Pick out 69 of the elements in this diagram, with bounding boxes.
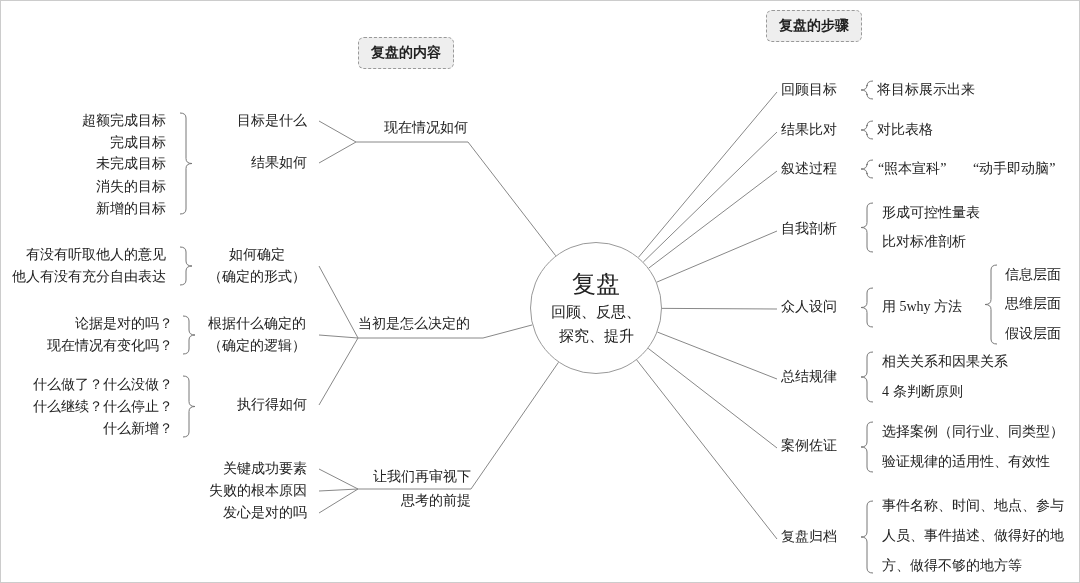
leaf-text: 有没有听取他人的意见	[26, 246, 166, 264]
branch-line	[661, 307, 778, 310]
branch-line	[642, 131, 778, 263]
branch-label: 让我们再审视下思考的前提	[358, 465, 471, 513]
step-label: 案例佐证	[777, 436, 837, 456]
branch-line	[637, 91, 778, 258]
branch-line	[656, 331, 778, 380]
branch-line	[318, 265, 359, 339]
leaf-text: 超额完成目标	[82, 112, 166, 130]
topic-label: 结果如何	[251, 153, 319, 173]
step-label: 叙述过程	[777, 159, 837, 179]
branch-line	[357, 361, 559, 490]
leaf-text: 将目标展示出来	[877, 81, 975, 99]
branch-line	[656, 230, 778, 283]
branch-line	[318, 334, 359, 339]
step-label: 众人设问	[777, 297, 837, 317]
heading-box: 复盘的内容	[358, 37, 454, 69]
branch-line	[355, 141, 557, 257]
leaf-text: 现在情况有变化吗？	[47, 337, 173, 355]
topic-label: 如何确定（确定的形式）	[207, 244, 319, 288]
leaf-text: 思维层面	[1005, 295, 1061, 313]
branch-label: 当初是怎么决定的	[358, 314, 483, 338]
leaf-text: 论据是对的吗？	[75, 315, 173, 333]
leaf-text: 4 条判断原则	[882, 383, 963, 401]
leaf-text: “动手即动脑”	[973, 160, 1056, 178]
leaf-text: 消失的目标	[96, 178, 166, 196]
step-label: 回顾目标	[777, 80, 837, 100]
branch-line	[318, 468, 359, 490]
step-label: 总结规律	[777, 367, 837, 387]
leaf-text: 他人有没有充分自由表达	[12, 268, 166, 286]
leaf-text: 什么做了？什么没做？	[33, 376, 173, 394]
topic-label: 发心是对的吗	[223, 503, 319, 523]
step-label: 自我剖析	[777, 219, 837, 239]
leaf-text: 对比表格	[877, 121, 933, 139]
leaf-text: 相关关系和因果关系	[882, 353, 1008, 371]
topic-label: 目标是什么	[237, 111, 319, 131]
leaf-text: “照本宣科”	[878, 160, 947, 178]
branch-line	[647, 347, 778, 449]
branch-line	[648, 170, 778, 269]
branch-line	[318, 120, 357, 143]
step-label: 结果比对	[777, 120, 837, 140]
leaf-text: 什么继续？什么停止？	[33, 398, 173, 416]
topic-label: 根据什么确定的（确定的逻辑）	[207, 313, 319, 357]
branch-line	[636, 359, 778, 540]
topic-title: 复盘	[572, 269, 620, 300]
leaf-text: 验证规律的适用性、有效性	[882, 453, 1050, 471]
leaf-text: 比对标准剖析	[882, 233, 966, 251]
leaf-text: 什么新增？	[103, 420, 173, 438]
branch-line	[318, 337, 359, 406]
leaf-text: 用 5why 方法	[882, 298, 963, 316]
leaf-text: 形成可控性量表	[882, 204, 980, 222]
leaf-text: 选择案例（同行业、同类型）	[882, 423, 1064, 441]
branch-line	[318, 488, 359, 514]
topic-label: 失败的根本原因	[209, 481, 319, 501]
topic-label: 关键成功要素	[223, 459, 319, 479]
leaf-text: 完成目标	[110, 134, 166, 152]
branch-line	[357, 324, 533, 339]
branch-label: 现在情况如何	[356, 118, 468, 142]
step-label: 复盘归档	[777, 527, 837, 547]
leaf-text: 新增的目标	[96, 200, 166, 218]
branch-line	[318, 488, 359, 492]
topic-label: 执行得如何	[237, 395, 319, 415]
leaf-text: 信息层面	[1005, 266, 1061, 284]
heading-box: 复盘的步骤	[766, 10, 862, 42]
leaf-text: 事件名称、时间、地点、参与人员、事件描述、做得好的地方、做得不够的地方等	[882, 497, 1065, 575]
leaf-text: 假设层面	[1005, 325, 1061, 343]
leaf-text: 未完成目标	[96, 155, 166, 173]
branch-line	[318, 141, 357, 164]
topic-subtitle: 回顾、反思、探究、提升	[550, 302, 642, 347]
